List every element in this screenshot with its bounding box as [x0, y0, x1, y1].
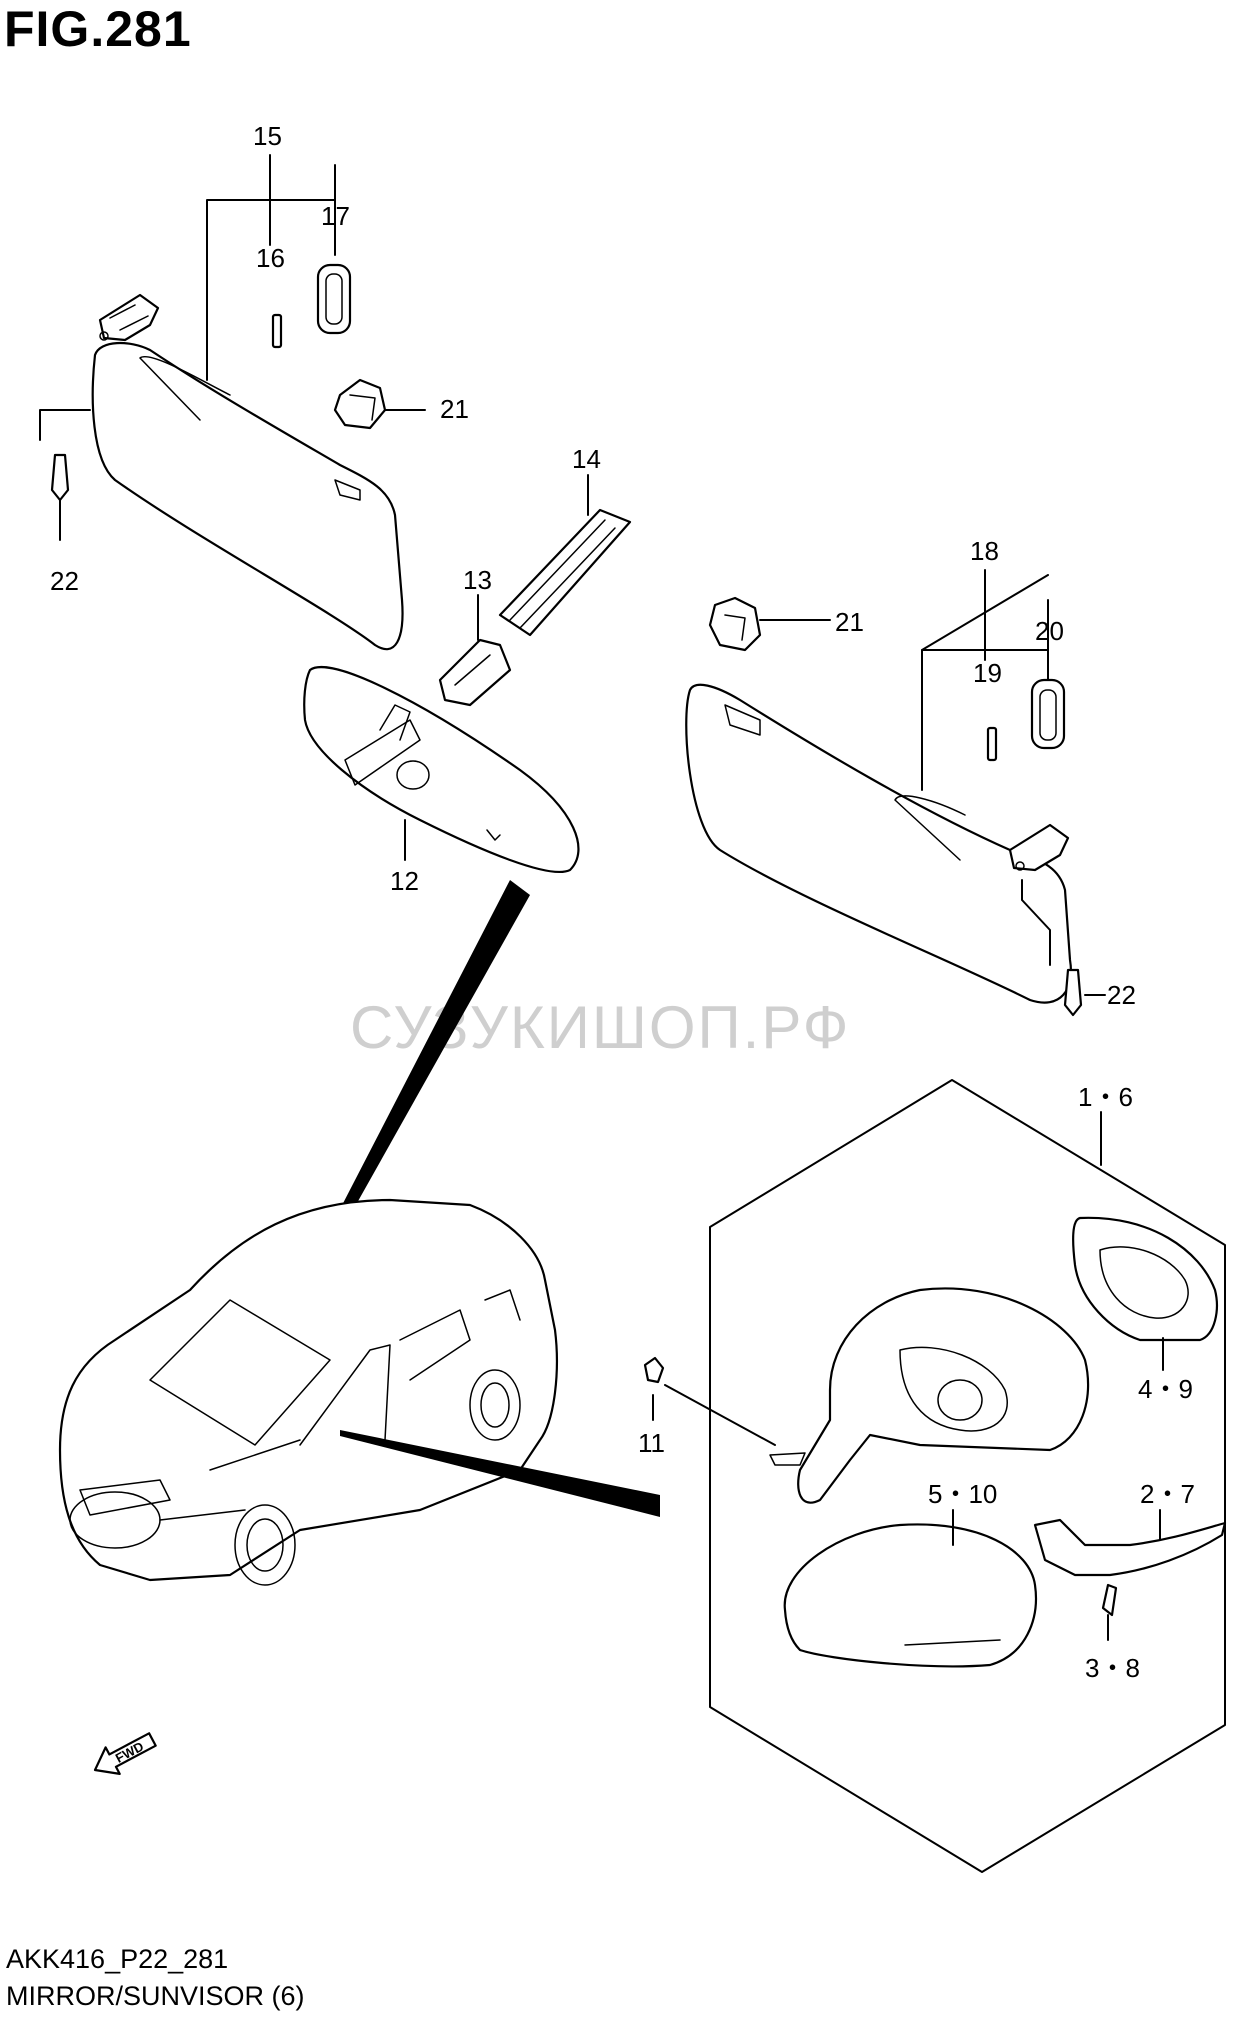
- rearview-mirror[interactable]: [303, 666, 580, 874]
- callout-5-10: 5・10: [928, 1479, 997, 1509]
- callout-2-7: 2・7: [1140, 1479, 1195, 1509]
- fwd-arrow: FWD: [93, 1732, 157, 1775]
- mirror-cover-13[interactable]: [438, 638, 512, 707]
- callout-11: 11: [638, 1428, 665, 1458]
- visor-ring[interactable]: [316, 263, 352, 335]
- visor-pin[interactable]: [271, 313, 283, 349]
- callout-12: 12: [390, 866, 419, 896]
- visor-pin-right[interactable]: [986, 726, 998, 762]
- visor-holder-right[interactable]: [708, 596, 762, 652]
- figure-title: FIG.281: [4, 1, 192, 57]
- mirror-glass[interactable]: [1072, 1216, 1218, 1342]
- footer-caption: MIRROR/SUNVISOR (6): [6, 1981, 305, 2011]
- callout-20: 20: [1035, 616, 1064, 646]
- callout-21-left: 21: [440, 394, 469, 424]
- footer-diagram-code: AKK416_P22_281: [6, 1944, 229, 1974]
- callout-13: 13: [463, 565, 492, 595]
- callout-16: 16: [256, 243, 285, 273]
- turn-signal-lamp[interactable]: [1033, 1518, 1227, 1577]
- callout-3-8: 3・8: [1085, 1653, 1140, 1683]
- callout-14: 14: [572, 444, 601, 474]
- visor-clip-right[interactable]: [1008, 823, 1070, 872]
- mirror-cover[interactable]: [783, 1523, 1037, 1668]
- left-sunvisor-group: [39, 154, 426, 651]
- door-mirror-group: [643, 1079, 1227, 1873]
- callout-17: 17: [321, 201, 350, 231]
- callout-22-right: 22: [1107, 980, 1136, 1010]
- callout-18: 18: [970, 536, 999, 566]
- right-sunvisor-group: [685, 569, 1106, 1017]
- screw-left[interactable]: [50, 453, 70, 502]
- callout-19: 19: [973, 658, 1002, 688]
- visor-holder-left[interactable]: [333, 378, 387, 430]
- mirror-cover-14[interactable]: [498, 508, 632, 637]
- callout-21-right: 21: [835, 607, 864, 637]
- screw-mirror[interactable]: [1101, 1583, 1118, 1617]
- sunvisor-right[interactable]: [685, 683, 1073, 1004]
- car-illustration: [58, 1198, 660, 1586]
- visor-clip-left[interactable]: [98, 293, 160, 342]
- callout-22-left: 22: [50, 566, 79, 596]
- door-mirror-housing[interactable]: [769, 1287, 1090, 1504]
- pointer-door-mirror: [340, 1430, 660, 1517]
- sunvisor-left[interactable]: [91, 341, 404, 651]
- callout-4-9: 4・9: [1138, 1374, 1193, 1404]
- callout-1-6: 1・6: [1078, 1082, 1133, 1112]
- fwd-label: FWD: [113, 1739, 146, 1766]
- grommet[interactable]: [643, 1356, 665, 1384]
- screw-right[interactable]: [1063, 968, 1083, 1017]
- callout-15: 15: [253, 121, 282, 151]
